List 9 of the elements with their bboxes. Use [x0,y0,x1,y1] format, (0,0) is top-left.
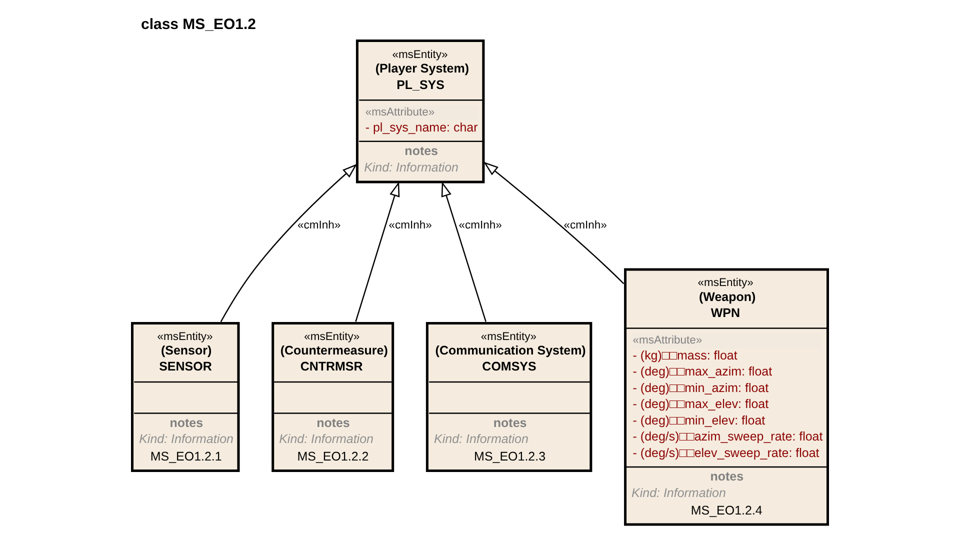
arrow [483,162,624,284]
edge-label: «cmInh» [458,220,502,232]
diagram-title: class MS_EO1.2 [140,16,256,34]
arrow [220,164,357,322]
edge-label: «cmInh» [388,220,432,232]
arrow [440,182,486,322]
arrow [354,182,400,322]
edge-label: «cmInh» [563,220,606,232]
edge-label: «cmInh» [297,220,340,232]
